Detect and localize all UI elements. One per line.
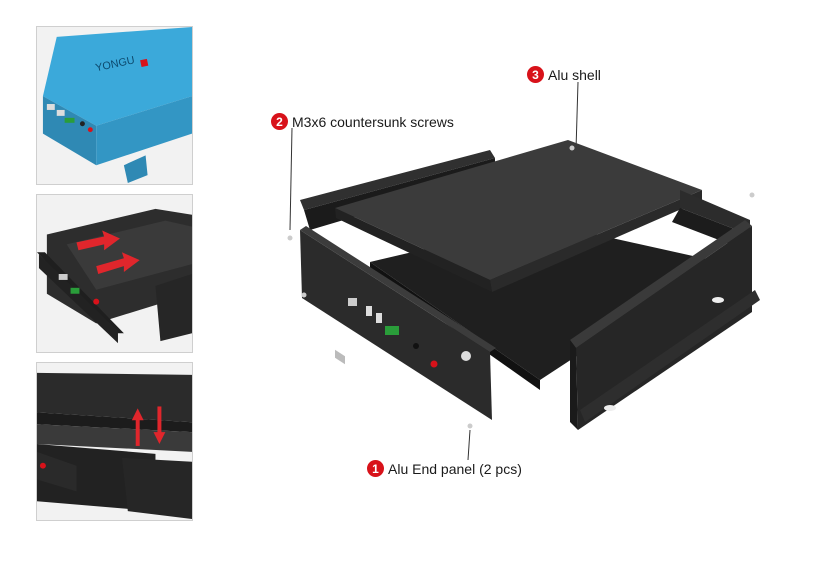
callout-label: Alu End panel (2 pcs) xyxy=(388,460,522,477)
callout-label: Alu shell xyxy=(548,66,601,83)
end-panel-image xyxy=(37,363,192,520)
arrow-right-icon xyxy=(76,230,120,251)
callout-alu-shell: 3 Alu shell xyxy=(527,66,601,83)
callout-number-badge: 2 xyxy=(271,113,288,130)
power-led xyxy=(430,360,438,368)
brand-logo xyxy=(140,58,149,68)
slide-shell-image xyxy=(37,195,192,352)
thumbnail-end-panel-step[interactable] xyxy=(36,362,193,521)
callout-label: M3x6 countersunk screws xyxy=(292,113,454,130)
callout-alu-end-panel: 1 Alu End panel (2 pcs) xyxy=(367,460,522,477)
callout-number-badge: 1 xyxy=(367,460,384,477)
exploded-view-illustration xyxy=(240,30,830,530)
callout-number-badge: 3 xyxy=(527,66,544,83)
arrow-up-icon xyxy=(131,408,144,446)
arrow-right-icon xyxy=(96,252,140,274)
callout-countersunk-screws: 2 M3x6 countersunk screws xyxy=(271,113,454,130)
alu-shell-plate xyxy=(335,140,702,280)
alu-end-panel xyxy=(300,230,492,420)
thumbnail-slide-shell-step[interactable] xyxy=(36,194,193,353)
assembled-enclosure-image: YONGU xyxy=(37,27,192,184)
ethernet-port xyxy=(335,349,345,365)
thumbnail-assembled-enclosure[interactable]: YONGU xyxy=(36,26,193,185)
terminal-block xyxy=(385,326,399,335)
arrow-down-icon xyxy=(153,406,166,444)
enclosure-exploded-drawing xyxy=(287,81,760,461)
